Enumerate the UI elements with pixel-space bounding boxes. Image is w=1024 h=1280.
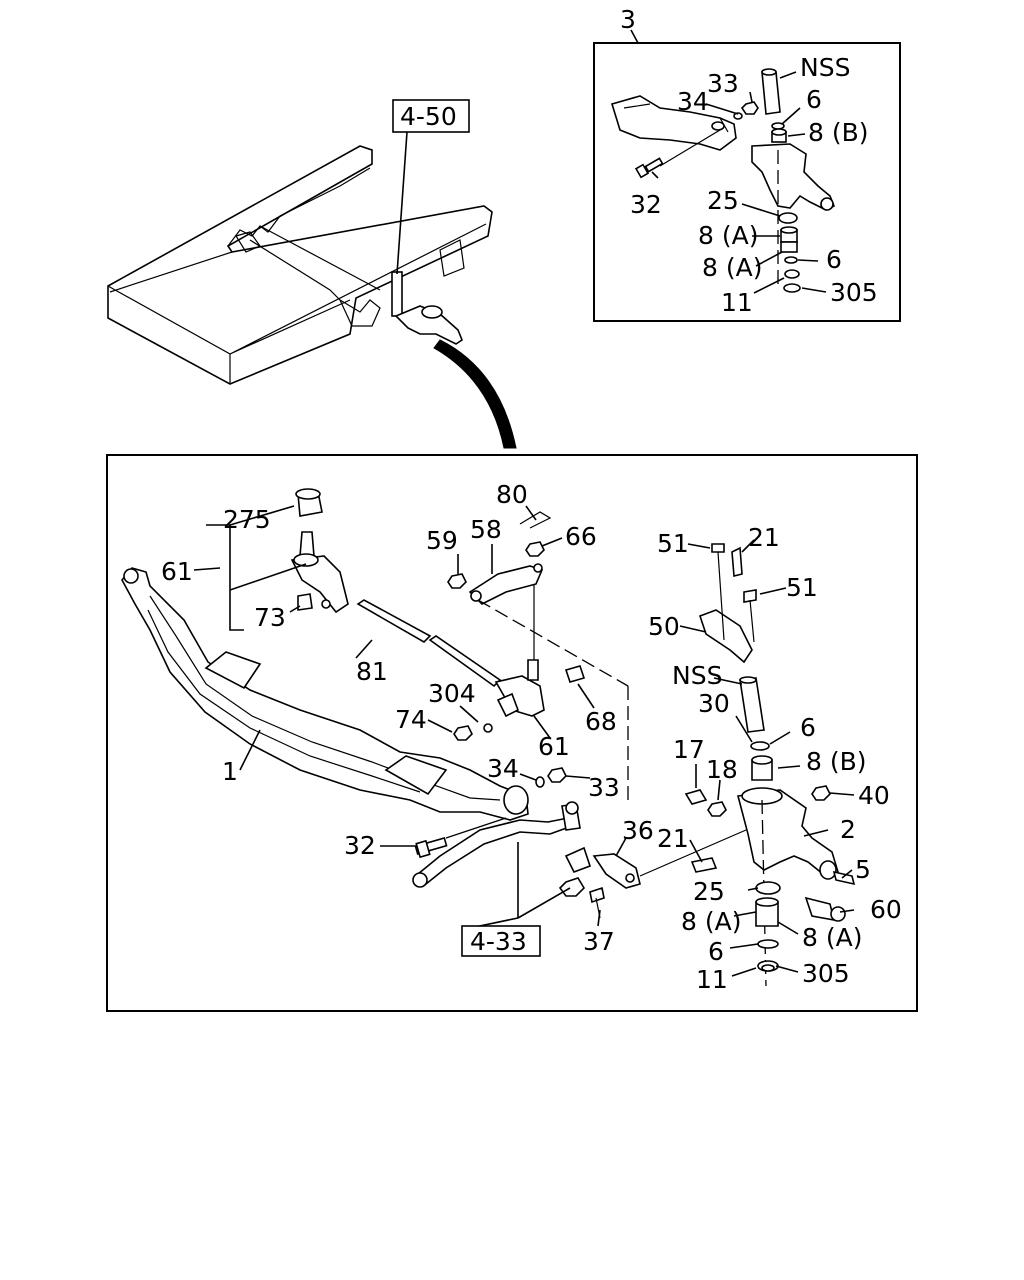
label-50: 50 <box>648 612 680 641</box>
kingpin-drawing <box>739 676 773 781</box>
label-80: 80 <box>496 480 528 509</box>
label-30: 30 <box>698 689 730 718</box>
drag-link-drawing <box>412 801 747 919</box>
overview-ref-box-label: 4-50 <box>400 102 457 131</box>
inset-frame <box>593 42 901 322</box>
drag-link-arm-drawing <box>447 511 629 800</box>
steering-knuckle-drawing <box>684 785 856 987</box>
inset-label-6b: 6 <box>826 245 842 274</box>
tie-rod-drawing <box>356 599 586 741</box>
label-8a2: 8 (A) <box>802 923 862 952</box>
inset-label-25: 25 <box>707 186 739 215</box>
inset-nut-33-icon <box>740 101 759 115</box>
label-2: 2 <box>840 815 856 844</box>
label-304: 304 <box>428 679 476 708</box>
inset-bushing-8a1-icon <box>780 226 798 243</box>
label-275: 275 <box>223 505 271 534</box>
inset-label-305: 305 <box>830 278 878 307</box>
label-37: 37 <box>583 927 615 956</box>
inset-steering-arm-drawing <box>610 95 737 151</box>
main-detail: 4-33 <box>106 454 918 1012</box>
inset-label-8b: 8 (B) <box>808 118 869 147</box>
label-66: 66 <box>565 522 597 551</box>
inset-label-6a: 6 <box>806 85 822 114</box>
label-305: 305 <box>802 959 850 988</box>
inset-label-33: 33 <box>707 69 739 98</box>
inset-bolt-32-icon <box>634 157 664 179</box>
label-34: 34 <box>487 754 519 783</box>
washer-25-icon <box>755 881 781 895</box>
label-11: 11 <box>696 965 728 994</box>
label-8b: 8 (B) <box>806 747 867 776</box>
overview-frame-drawing <box>107 145 493 385</box>
label-61b: 61 <box>538 732 570 761</box>
label-8a1: 8 (A) <box>681 907 741 936</box>
label-51a: 51 <box>657 529 689 558</box>
label-68: 68 <box>585 707 617 736</box>
inset-label-32: 32 <box>630 190 662 219</box>
inset-plug-11-icon <box>784 269 800 279</box>
main-ref-box-label: 4-33 <box>470 927 527 956</box>
inset-label-nss: NSS <box>800 53 850 82</box>
inset-detail: 3 <box>593 5 901 322</box>
overview-vehicle-frame: 4-50 <box>107 99 517 449</box>
shim-6-icon <box>757 939 779 949</box>
detail-pointer-arrow <box>433 339 517 449</box>
label-58: 58 <box>470 515 502 544</box>
label-36: 36 <box>622 816 654 845</box>
inset-ring-305-icon <box>783 283 801 293</box>
label-73: 73 <box>254 603 286 632</box>
label-18: 18 <box>706 755 738 784</box>
inset-knuckle-drawing <box>751 143 836 285</box>
inset-label-8a2: 8 (A) <box>702 253 762 282</box>
label-33: 33 <box>588 773 620 802</box>
label-17: 17 <box>673 735 705 764</box>
knuckle-arm-bracket-drawing <box>698 543 757 664</box>
overview-ref-box[interactable]: 4-50 <box>392 99 470 133</box>
label-59: 59 <box>426 526 458 555</box>
inset-label-11: 11 <box>721 288 753 317</box>
label-21a: 21 <box>748 523 780 552</box>
pitman-arm-drawing <box>290 488 349 614</box>
label-81: 81 <box>356 657 388 686</box>
inset-shim-6b-icon <box>784 256 798 264</box>
inset-label-34: 34 <box>677 87 709 116</box>
bolt-32-icon <box>414 837 448 859</box>
inset-label-8a1: 8 (A) <box>698 221 758 250</box>
main-ref-box[interactable]: 4-33 <box>461 925 541 957</box>
nut-33-icon <box>547 767 567 783</box>
overview-kingpin-icon <box>391 271 403 317</box>
label-25: 25 <box>693 877 725 906</box>
label-74: 74 <box>395 705 427 734</box>
inset-bushing-8b-icon <box>771 128 787 143</box>
label-40: 40 <box>858 781 890 810</box>
inset-kingpin-icon <box>761 68 781 115</box>
label-5: 5 <box>855 855 871 884</box>
inset-washer-34-icon <box>733 112 743 120</box>
label-nss: NSS <box>672 661 722 690</box>
inset-number: 3 <box>620 5 636 34</box>
washer-34-icon <box>535 776 545 788</box>
ring-305-icon <box>761 964 775 972</box>
label-21b: 21 <box>657 824 689 853</box>
label-61a: 61 <box>161 557 193 586</box>
axle-beam-drawing <box>121 567 529 821</box>
label-60: 60 <box>870 895 902 924</box>
inset-bushing-8a2-icon <box>780 241 798 253</box>
label-32: 32 <box>344 831 376 860</box>
label-1: 1 <box>222 757 238 786</box>
label-6b: 6 <box>708 937 724 966</box>
inset-washer-25-icon <box>778 212 798 224</box>
main-frame <box>106 454 918 1012</box>
bushing-8a-icon <box>755 897 779 927</box>
label-6a: 6 <box>800 713 816 742</box>
label-51b: 51 <box>786 573 818 602</box>
